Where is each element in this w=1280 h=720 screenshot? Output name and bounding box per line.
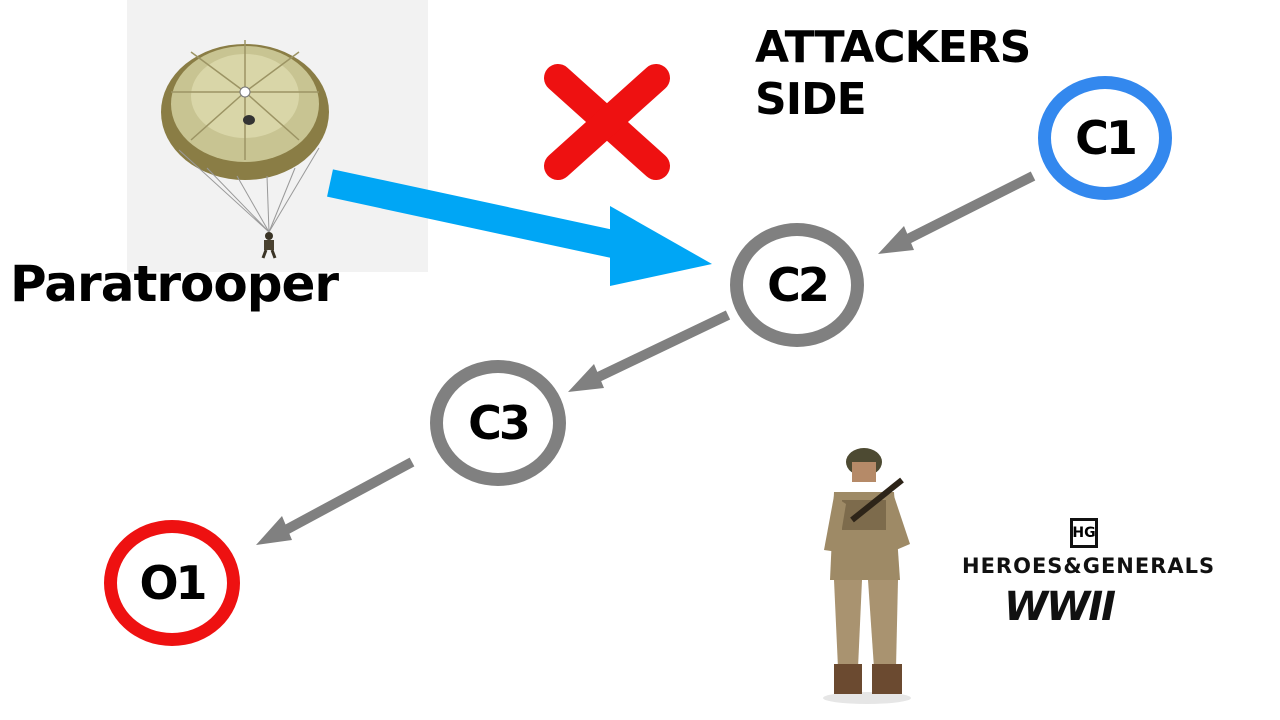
arrow-c1-c2 xyxy=(878,171,1036,254)
capture-point-c3: C3 xyxy=(430,360,566,486)
capture-point-c1: C1 xyxy=(1038,76,1172,200)
attackers-side-label: ATTACKERS SIDE xyxy=(755,22,1031,126)
objective-o1: O1 xyxy=(104,520,240,646)
game-logo-brand: HEROES&GENERALS xyxy=(962,554,1216,578)
c3-label: C3 xyxy=(468,396,531,450)
soldier-icon xyxy=(823,448,911,704)
attackers-line-1: ATTACKERS xyxy=(755,22,1031,73)
paratrooper-image xyxy=(127,0,428,272)
c1-label: C1 xyxy=(1075,111,1138,165)
capture-point-c2: C2 xyxy=(730,223,864,347)
o1-label: O1 xyxy=(139,556,207,610)
parachute-icon xyxy=(161,40,329,259)
arrow-c2-c3 xyxy=(568,310,731,392)
cross-icon xyxy=(544,64,670,180)
c2-label: C2 xyxy=(767,258,830,312)
arrow-c3-o1 xyxy=(256,457,415,545)
game-logo-subtitle: WWII xyxy=(1004,584,1116,630)
paratrooper-label: Paratrooper xyxy=(10,255,339,313)
blue-arrow xyxy=(327,169,712,286)
game-logo-mark: HG xyxy=(1070,518,1098,548)
attackers-line-2: SIDE xyxy=(755,74,867,125)
